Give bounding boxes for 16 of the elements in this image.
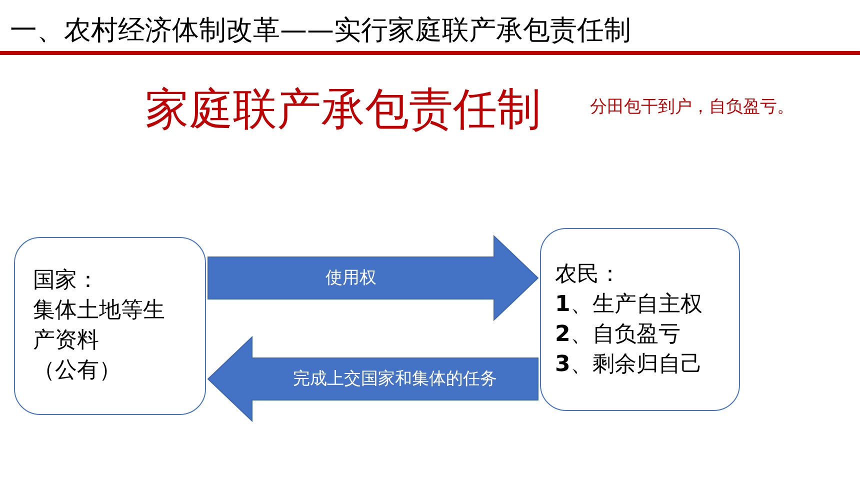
node-text: 集体土地等生产资料: [33, 297, 166, 355]
rounded-box: [14, 237, 206, 415]
block-arrow: [208, 234, 539, 322]
node-text: 国家：: [33, 267, 100, 295]
node-text: （公有）: [33, 357, 122, 385]
slide-title: 一、农村经济体制改革——实行家庭联产承包责任制: [10, 14, 631, 48]
block-arrow: [207, 336, 538, 422]
edge-label: 完成上交国家和集体的任务: [293, 368, 497, 390]
subheading: 分田包干到户，自负盈亏。: [590, 96, 794, 118]
node-text: 1、生产自主权: [555, 290, 704, 318]
node-text: 3、剩余归自己: [555, 350, 704, 378]
heading: 家庭联产承包责任制: [145, 84, 541, 136]
edge-label: 使用权: [326, 267, 376, 289]
node-text: 农民：: [555, 260, 622, 288]
node-text: 2、自负盈亏: [555, 320, 682, 348]
rounded-box: [540, 228, 740, 411]
